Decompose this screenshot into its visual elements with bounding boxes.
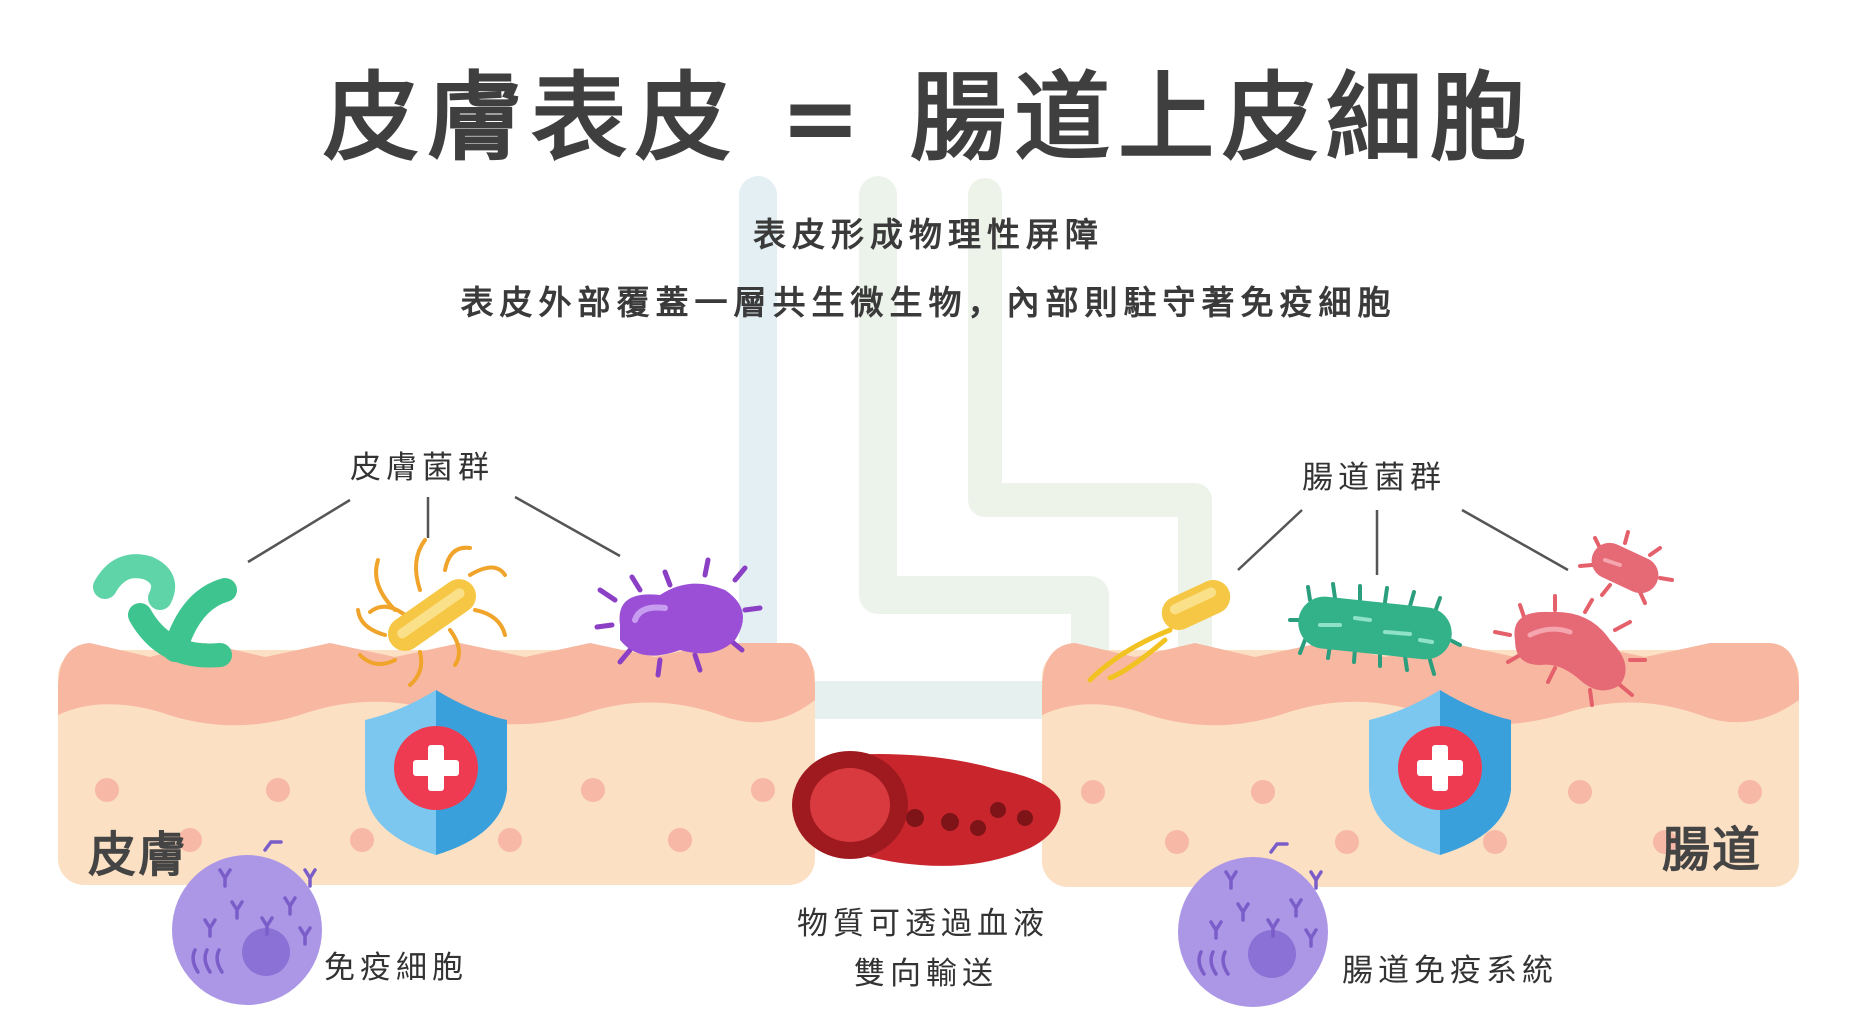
page-title: 皮膚表皮 = 腸道上皮細胞 <box>322 62 1535 174</box>
gut-region-label: 腸道 <box>1662 822 1763 878</box>
immune-cell-label: 免疫細胞 <box>324 950 468 986</box>
blood-transport-line-1: 物質可透過血液 <box>797 906 1049 942</box>
red-blood-cell <box>792 751 1061 866</box>
skin-flora-label: 皮膚菌群 <box>350 450 494 486</box>
skin-dots-left <box>95 778 775 852</box>
red-rod-bacterium-small <box>1578 530 1674 605</box>
immune-cell-right <box>1178 842 1328 1007</box>
purple-cocci-bacterium <box>594 557 763 678</box>
immune-cell-left <box>172 840 322 1005</box>
intestine-dots-right <box>1081 780 1762 854</box>
shield-icon-left <box>365 690 507 855</box>
skin-flora-pointer-lines <box>247 495 621 564</box>
green-worm-bacterium <box>93 554 237 668</box>
background-pipe-decoration <box>739 176 1212 719</box>
green-rod-bacterium <box>1288 582 1462 676</box>
blood-transport-line-2: 雙向輸送 <box>854 956 998 992</box>
yellow-flagellate-bacterium <box>1087 579 1231 683</box>
gut-flora-pointer-lines <box>1237 508 1569 575</box>
shield-icon-right <box>1369 690 1511 855</box>
gut-flora-label: 腸道菌群 <box>1302 460 1446 496</box>
gut-immune-system-label: 腸道免疫系統 <box>1342 953 1558 989</box>
skin-region-label: 皮膚 <box>88 827 189 883</box>
subtitle-line-1: 表皮形成物理性屏障 <box>753 215 1104 254</box>
yellow-rod-bacterium <box>356 538 507 687</box>
subtitle-line-2: 表皮外部覆蓋一層共生微生物，內部則駐守著免疫細胞 <box>460 283 1397 322</box>
red-rod-bacterium-large <box>1493 594 1647 707</box>
